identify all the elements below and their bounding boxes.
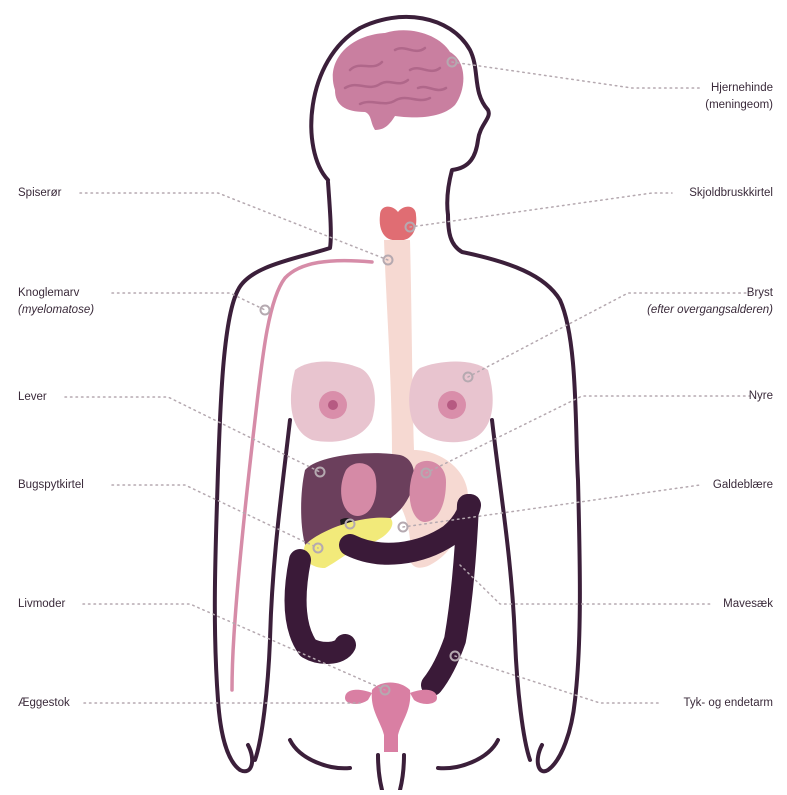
label-spiseroer: Spiserør [18, 185, 61, 202]
label-tyktarm-text: Tyk- og endetarm [684, 697, 773, 709]
uterus [345, 683, 437, 753]
label-bryst: Bryst (efter overgangsalderen) [647, 285, 773, 319]
label-nyre-text: Nyre [749, 390, 773, 402]
label-mavesaek-text: Mavesæk [723, 598, 773, 610]
label-hjernehinde: Hjernehinde (meningeom) [705, 80, 773, 114]
label-bryst-text: Bryst [747, 287, 773, 299]
label-galdeblaere-text: Galdeblære [713, 479, 773, 491]
label-hjernehinde-text: Hjernehinde [711, 82, 773, 94]
label-hjernehinde-sub: (meningeom) [705, 97, 773, 114]
label-knoglemarv-sub: (myelomatose) [18, 302, 94, 319]
label-lever-text: Lever [18, 391, 47, 403]
label-aeggestok: Æggestok [18, 695, 70, 712]
label-mavesaek: Mavesæk [723, 596, 773, 613]
label-knoglemarv: Knoglemarv (myelomatose) [18, 285, 94, 319]
label-nyre: Nyre [749, 388, 773, 405]
label-lever: Lever [18, 389, 47, 406]
label-skjoldbruskkirtel: Skjoldbruskkirtel [689, 185, 773, 202]
label-galdeblaere: Galdeblære [713, 477, 773, 494]
label-livmoder-text: Livmoder [18, 598, 65, 610]
label-tyktarm: Tyk- og endetarm [684, 695, 773, 712]
label-livmoder: Livmoder [18, 596, 65, 613]
label-bryst-sub: (efter overgangsalderen) [647, 302, 773, 319]
label-spiseroer-text: Spiserør [18, 187, 61, 199]
brain [333, 30, 464, 130]
label-aeggestok-text: Æggestok [18, 697, 70, 709]
label-knoglemarv-text: Knoglemarv [18, 287, 79, 299]
label-bugspytkirtel: Bugspytkirtel [18, 477, 84, 494]
label-bugspytkirtel-text: Bugspytkirtel [18, 479, 84, 491]
label-skjoldbruskkirtel-text: Skjoldbruskkirtel [689, 187, 773, 199]
